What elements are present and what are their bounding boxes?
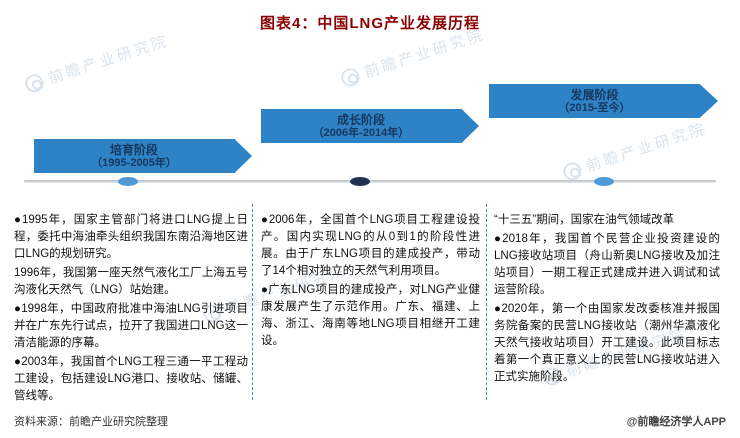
phase-years: （1995-2005年） xyxy=(91,156,177,169)
footer: 资料来源：前瞻产业研究院整理 @前瞻经济学人APP xyxy=(14,413,726,429)
source-note: 资料来源：前瞻产业研究院整理 xyxy=(14,416,168,428)
timeline-dot-incubation xyxy=(118,177,138,186)
qianzhan-logo-icon xyxy=(338,65,362,89)
watermark: 前瞻产业研究院 xyxy=(22,29,171,95)
timeline-entry: ●2003年，我国首个LNG工程三通一平工程动工建设，包括建设LNG港口、接收站… xyxy=(14,356,248,402)
timeline-entry: ●2020年，第一个由国家发改委核准并报国务院备案的民营LNG接收站（潮州华瀛液… xyxy=(494,303,720,383)
phase-arrow-development: 发展阶段 （2015-至今） xyxy=(489,84,718,118)
timeline-entry: “十三五”期间，国家在油气领域改革 xyxy=(494,214,675,226)
phase-name: 培育阶段 xyxy=(109,142,158,157)
timeline-entry: ●2018年，我国首个民营企业投资建设的LNG接收站项目（舟山新奥LNG接收及加… xyxy=(494,233,720,296)
watermark: 前瞻产业研究院 xyxy=(338,23,487,89)
timeline-entry: ●2006年，全国首个LNG项目工程建设投产。国内实现LNG的从0到1的阶段性进… xyxy=(261,214,480,277)
watermark-text: 前瞻产业研究院 xyxy=(46,32,172,88)
timeline-entry: 1996年，我国第一座天然气液化工厂上海五号沟液化天然气（LNG）站始建。 xyxy=(14,267,248,296)
phase-years: （2015-至今） xyxy=(558,101,631,114)
phase-arrow-growth: 成长阶段 （2006年-2014年） xyxy=(261,109,479,143)
timeline-entry: ●广东LNG项目的建成投产，对LNG产业健康发展产生了示范作用。广东、福建、上海… xyxy=(261,284,480,347)
qianzhan-logo-icon xyxy=(22,71,46,95)
timeline-axis xyxy=(24,180,716,183)
figure-title: 图表4：中国LNG产业发展历程 xyxy=(259,15,480,32)
watermark-text: 前瞻产业研究院 xyxy=(584,120,710,176)
phase-column-growth: ●2006年，全国首个LNG项目工程建设投产。国内实现LNG的从0到1的阶段性进… xyxy=(261,212,480,352)
phase-years: （2006年-2014年） xyxy=(312,126,410,139)
timeline-entry: ●1995年，国家主管部门将进口LNG提上日程，委托中海油牵头组织我国东南沿海地… xyxy=(14,214,248,260)
phase-name: 成长阶段 xyxy=(336,112,385,127)
phase-column-development: “十三五”期间，国家在油气领域改革 ●2018年，我国首个民营企业投资建设的LN… xyxy=(494,212,720,388)
phase-column-incubation: ●1995年，国家主管部门将进口LNG提上日程，委托中海油牵头组织我国东南沿海地… xyxy=(14,212,248,407)
column-divider-2 xyxy=(486,204,487,400)
phase-name: 发展阶段 xyxy=(570,87,619,102)
timeline-dot-development xyxy=(594,177,614,186)
timeline-dot-growth xyxy=(350,177,370,186)
timeline-entry: ●1998年，中国政府批准中海油LNG引进项目并在广东先行试点，拉开了我国进口L… xyxy=(14,303,248,349)
column-divider-1 xyxy=(252,204,253,400)
app-credit: @前瞻经济学人APP xyxy=(626,416,726,428)
qianzhan-logo-icon xyxy=(560,159,584,183)
watermark: 前瞻产业研究院 xyxy=(560,117,709,183)
phase-arrow-incubation: 培育阶段 （1995-2005年） xyxy=(34,139,252,173)
